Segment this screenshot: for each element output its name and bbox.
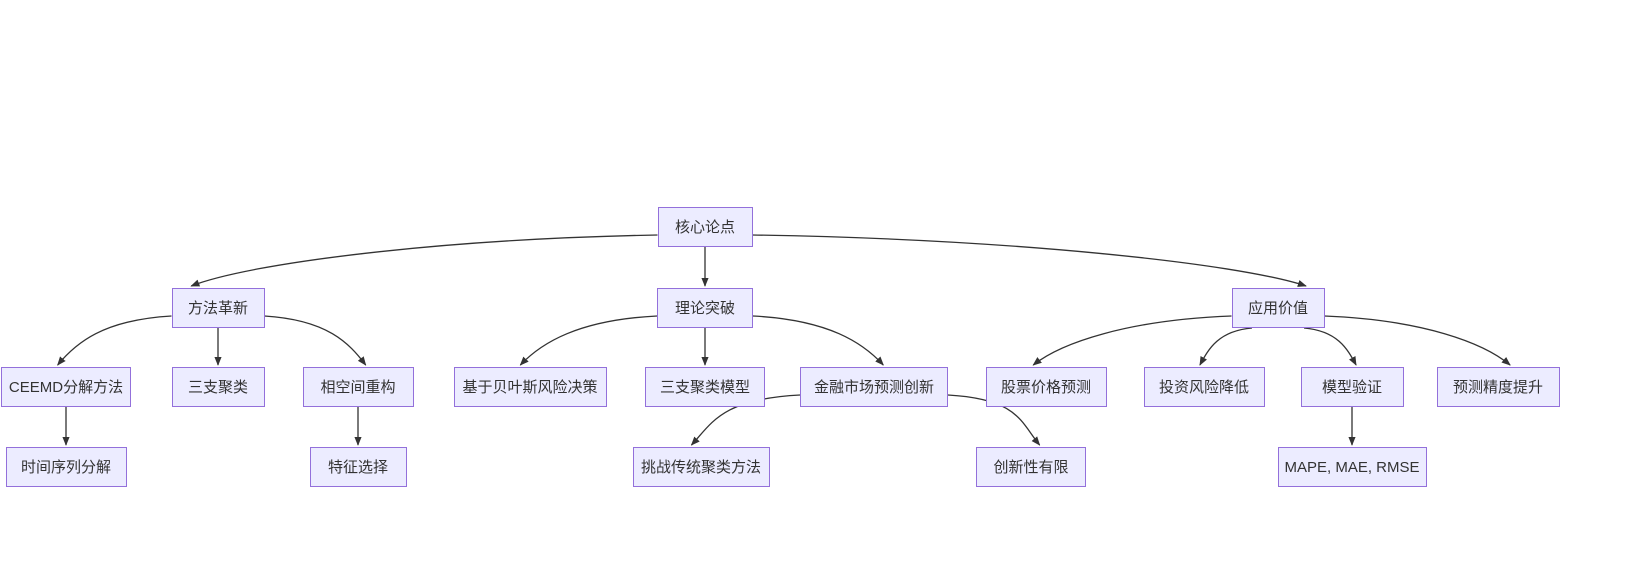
node-stock-price-prediction: 股票价格预测 <box>985 367 1107 407</box>
node-limited-novelty: 创新性有限 <box>976 447 1086 487</box>
node-error-metrics: MAPE, MAE, RMSE <box>1277 447 1427 487</box>
node-feature-selection: 特征选择 <box>309 447 407 487</box>
edge-core-thesis-to-application-value <box>752 234 1307 287</box>
edge-theory-breakthrough-to-financial-forecast-innovation <box>752 315 884 366</box>
node-forecast-accuracy-improvement: 预测精度提升 <box>1436 367 1560 407</box>
edge-core-thesis-to-method-innovation <box>190 234 658 287</box>
node-phase-space-reconstruction: 相空间重构 <box>302 367 414 407</box>
node-financial-forecast-innovation: 金融市场预测创新 <box>800 367 948 407</box>
edge-method-innovation-to-phase-space-reconstruction <box>264 315 367 366</box>
edge-application-value-to-model-validation <box>1303 327 1357 366</box>
node-ceemd-decomposition: CEEMD分解方法 <box>1 367 131 407</box>
edge-application-value-to-stock-price-prediction <box>1032 315 1232 366</box>
node-model-validation: 模型验证 <box>1300 367 1404 407</box>
node-bayesian-risk-decision: 基于贝叶斯风险决策 <box>453 367 607 407</box>
edge-application-value-to-investment-risk-reduction <box>1199 327 1253 366</box>
edge-theory-breakthrough-to-bayesian-risk-decision <box>519 315 658 366</box>
edge-financial-forecast-innovation-to-limited-novelty <box>947 394 1041 446</box>
node-challenge-traditional-clustering: 挑战传统聚类方法 <box>632 447 770 487</box>
edge-method-innovation-to-ceemd-decomposition <box>57 315 172 366</box>
node-method-innovation: 方法革新 <box>171 288 265 328</box>
edge-application-value-to-forecast-accuracy-improvement <box>1324 315 1511 366</box>
node-time-series-decomposition: 时间序列分解 <box>5 447 127 487</box>
node-three-way-clustering-model: 三支聚类模型 <box>645 367 765 407</box>
node-three-way-clustering: 三支聚类 <box>171 367 265 407</box>
node-theory-breakthrough: 理论突破 <box>657 288 753 328</box>
edge-financial-forecast-innovation-to-challenge-traditional-clustering <box>690 394 801 446</box>
node-investment-risk-reduction: 投资风险降低 <box>1143 367 1265 407</box>
node-core-thesis: 核心论点 <box>657 207 753 247</box>
node-application-value: 应用价值 <box>1231 288 1325 328</box>
